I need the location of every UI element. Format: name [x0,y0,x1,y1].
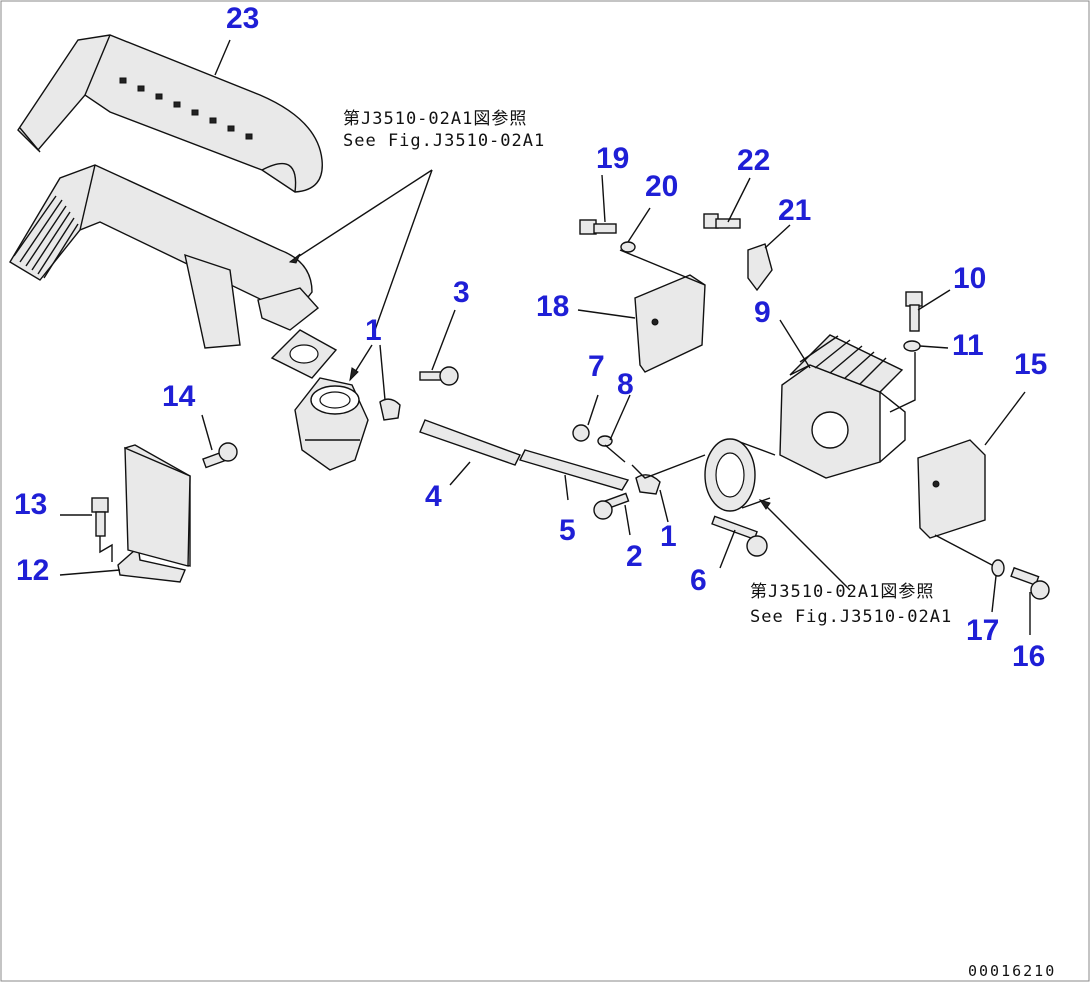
part-18-plate [634,274,706,373]
part-21-bracket [747,243,773,292]
part-22-bolt [703,213,741,229]
callout-18: 18 [536,290,569,323]
drawing-code: 00016210 [968,962,1056,980]
part-14-bolt [202,442,238,469]
callout-17: 17 [966,614,999,647]
part-10-bolt [905,291,923,332]
part-11-washer [903,340,921,352]
reference-note-top-jp: 第J3510-02A1図参照 [343,109,527,129]
part-3-bolt [419,366,459,386]
reference-note-bottom-jp: 第J3510-02A1図参照 [750,582,934,602]
reference-note-bottom-en: See Fig.J3510-02A1 [750,607,952,627]
part-15-cover [917,439,986,539]
callout-20: 20 [645,170,678,203]
part-13-bolt [91,497,109,537]
part-2-bolt [593,492,630,520]
callout-9: 9 [754,296,771,329]
callout-6: 6 [690,564,707,597]
arrowhead [758,499,771,510]
callout-1-upper: 1 [365,314,382,347]
callout-7: 7 [588,350,605,383]
callout-19: 19 [596,142,629,175]
fitting-body [294,377,369,471]
part-19-bolt [579,219,617,235]
part-4-pipe [419,419,521,466]
arrowhead [349,367,359,382]
part-5-pipe [518,449,630,491]
part-1-clamp [379,398,401,421]
flange [704,438,776,512]
part-17-washer [991,559,1005,577]
callout-5: 5 [559,514,576,547]
part-16-bolt [1010,566,1050,600]
reference-note-top-en: See Fig.J3510-02A1 [343,131,545,151]
leader-lines [59,39,1031,635]
callout-23: 23 [226,2,259,35]
callout-15: 15 [1014,348,1047,381]
callout-13: 13 [14,488,47,521]
part-6-bolt [711,515,768,557]
callout-2: 2 [626,540,643,573]
callout-4: 4 [425,480,442,513]
callout-1-lower: 1 [660,520,677,553]
part-9-air-box [779,334,906,479]
callout-8: 8 [617,368,634,401]
callout-3: 3 [453,276,470,309]
callout-16: 16 [1012,640,1045,673]
part-23-upper-duct [17,34,323,193]
arrowhead [288,253,301,264]
callout-10: 10 [953,262,986,295]
part-20-washer [620,241,636,253]
part-7-nut [572,424,590,442]
part-1-clamp-lower [635,474,661,495]
callout-21: 21 [778,194,811,227]
callout-12: 12 [16,554,49,587]
callout-22: 22 [737,144,770,177]
lower-duct [9,164,320,349]
callout-14: 14 [162,380,196,413]
callout-11: 11 [952,329,984,362]
part-8-washer [597,435,613,447]
